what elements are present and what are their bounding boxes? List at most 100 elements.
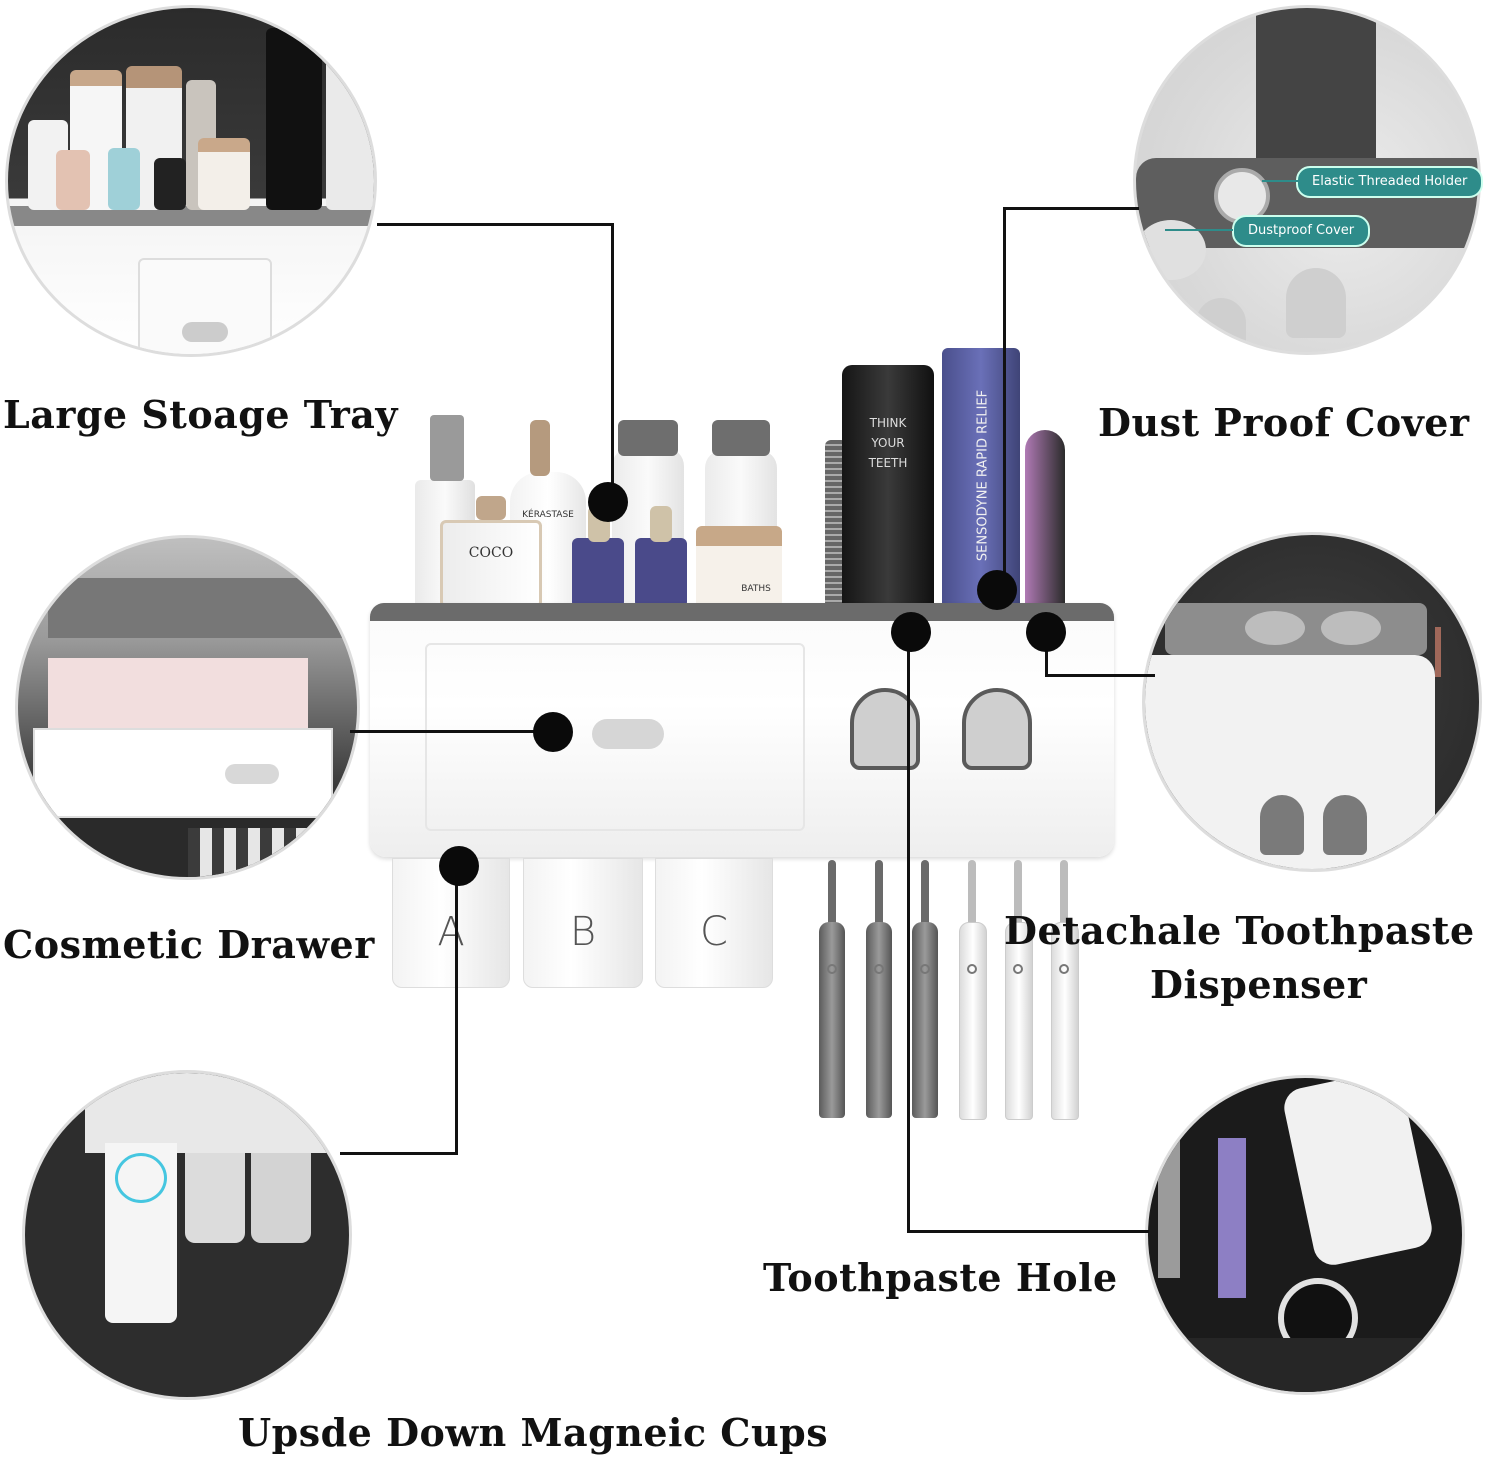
- tube-image: [266, 28, 322, 210]
- connector-line: [1004, 207, 1139, 210]
- holder-ring: [1321, 611, 1381, 645]
- tube-text: THINK: [869, 416, 907, 430]
- cup-holder-base: [85, 1073, 349, 1153]
- bottle-image: [56, 150, 90, 210]
- bottle-cap: [476, 496, 506, 520]
- jar-image: [198, 138, 250, 210]
- storage-tray-detail-image: [5, 5, 377, 357]
- drawer-handle: [225, 764, 279, 784]
- drawer-front: [33, 728, 333, 818]
- tube-image: [1218, 1138, 1246, 1298]
- storage-tray-label: Large Stoage Tray: [3, 392, 399, 437]
- tube-image: [1280, 1078, 1436, 1269]
- bottle-image: [108, 148, 140, 210]
- elastic-holder-callout: Elastic Threaded Holder: [1296, 166, 1484, 198]
- dispenser-slot-right: [962, 688, 1032, 770]
- dispenser-slot: [1260, 795, 1304, 855]
- tray-rim: [370, 603, 1114, 621]
- cup-letter: C: [700, 909, 728, 955]
- magnet-icon: [115, 1153, 167, 1203]
- drawer-front: [138, 258, 272, 354]
- comb-image: [1256, 8, 1376, 158]
- brand-label: COCO: [468, 545, 514, 561]
- bottle-image: [572, 538, 624, 608]
- dispenser-detail-image: [1142, 532, 1482, 872]
- tube-text: YOUR: [871, 436, 905, 450]
- magnetic-cups-detail-image: [22, 1070, 352, 1400]
- tube-text: SENSODYNE RAPID RELIEF: [975, 389, 991, 562]
- bottle-cap: [650, 506, 672, 542]
- cosmetic-drawer-label: Cosmetic Drawer: [3, 922, 375, 967]
- bottle-cap: [618, 420, 678, 456]
- tray-surface: [1148, 1338, 1462, 1392]
- brand-label: BATHS: [741, 584, 771, 594]
- callout-dot: [1026, 612, 1066, 652]
- toothpaste-tube-image: [942, 348, 1020, 610]
- connector-line: [907, 630, 910, 1233]
- arrow-up-icon: [1435, 627, 1441, 677]
- toothbrush-image: [910, 860, 940, 1118]
- connector-line: [377, 223, 614, 226]
- toothbrush-row: [188, 828, 328, 877]
- callout-dot: [439, 846, 479, 886]
- callout-dot: [533, 712, 573, 752]
- cup-letter: A: [437, 909, 465, 955]
- callout-dot: [891, 612, 931, 652]
- connector-line: [1045, 674, 1155, 677]
- dispenser-slot: [1196, 298, 1246, 348]
- dispenser-body: [1145, 655, 1435, 869]
- bottle-image: [635, 538, 687, 608]
- dispenser-lid: [1165, 603, 1427, 655]
- jar-image: [440, 520, 542, 608]
- drawer-contents: [48, 658, 308, 738]
- toothbrush-image: [957, 860, 987, 1120]
- toothbrush-image: [864, 860, 894, 1118]
- shelf-image: [48, 578, 348, 638]
- dust-proof-cover-label: Dust Proof Cover: [1098, 400, 1470, 445]
- hairbrush-image: [1025, 430, 1065, 610]
- tube-image: [326, 58, 374, 210]
- dispenser-slot: [1286, 268, 1346, 338]
- cup-image: [105, 1143, 177, 1323]
- comb-image: [825, 440, 847, 608]
- toothpaste-hole-label: Toothpaste Hole: [763, 1255, 1118, 1300]
- toothpaste-tube-image: [842, 365, 934, 610]
- cup-b: B: [523, 858, 643, 988]
- connector-line: [340, 1152, 458, 1155]
- cup-image: [185, 1153, 245, 1243]
- holder-ring: [1214, 168, 1270, 224]
- callout-dot: [588, 482, 628, 522]
- bottle-cap: [712, 420, 770, 456]
- drawer-front: [425, 643, 805, 831]
- connector-line: [350, 730, 550, 733]
- callout-connector: [1165, 229, 1233, 231]
- drawer-handle: [592, 719, 664, 749]
- toothpaste-hole-detail-image: [1145, 1075, 1465, 1395]
- connector-line: [455, 866, 458, 1155]
- cup-c: C: [655, 858, 773, 988]
- dustproof-cover-callout: Dustproof Cover: [1232, 215, 1371, 247]
- toothbrush-image: [1003, 860, 1033, 1120]
- jar-image: [696, 526, 782, 608]
- tray-rim: [8, 206, 374, 226]
- callout-connector: [1262, 180, 1298, 182]
- dispenser-label-line1: Detachale Toothpaste: [1004, 908, 1475, 953]
- connector-line: [1003, 207, 1006, 582]
- holder-ring: [1245, 611, 1305, 645]
- connector-line: [907, 1230, 1149, 1233]
- bottle-cap: [430, 415, 464, 481]
- cup-letter: B: [569, 909, 597, 955]
- toothbrush-image: [817, 860, 847, 1118]
- drawer-handle: [182, 322, 228, 342]
- bottle-image: [154, 158, 186, 210]
- connector-line: [1045, 632, 1048, 676]
- comb-image: [1158, 1128, 1180, 1278]
- magnetic-cups-label: Upsde Down Magneic Cups: [238, 1410, 829, 1455]
- connector-line: [611, 223, 614, 503]
- tube-text: TEETH: [868, 456, 908, 470]
- brand-label: KÉRASTASE: [522, 510, 574, 520]
- callout-dot: [977, 570, 1017, 610]
- cosmetic-drawer-detail-image: [15, 535, 360, 880]
- toothbrush-image: [1049, 860, 1079, 1120]
- dispenser-label-line2: Dispenser: [1150, 962, 1368, 1007]
